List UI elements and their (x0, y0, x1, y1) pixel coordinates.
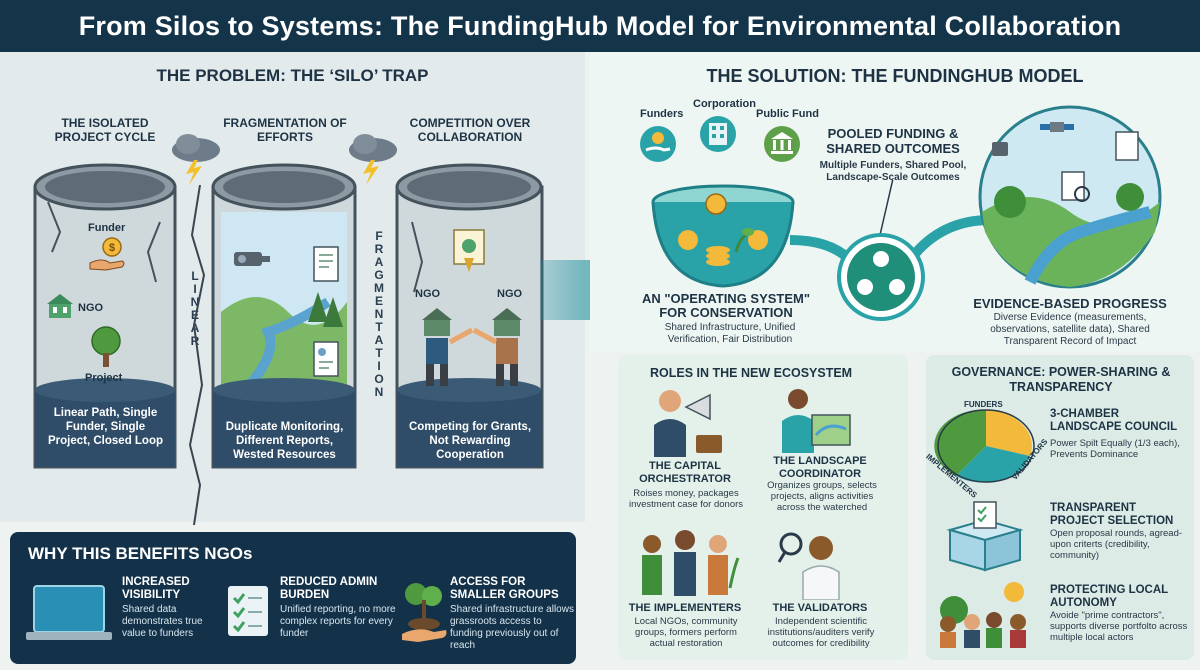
operating-system-desc: Shared Infrastructure, Unified Verificat… (664, 322, 796, 345)
solution-heading: THE SOLUTION: THE FUNDINGHUB MODEL (706, 66, 1084, 86)
silo-2-caption: Duplicate Monitoring, Different Reports,… (225, 421, 344, 461)
camera-icon (234, 252, 270, 266)
pooled-funding-title: POOLED FUNDING & SHARED OUTCOMES (826, 126, 960, 156)
laptop-icon (26, 585, 112, 640)
governance-heading: GOVERNANCE: POWER-SHARING & TRANSPARENCY (951, 365, 1171, 394)
benefit-access: ACCESS FOR SMALLER GROUPS Shared infrast… (450, 576, 574, 651)
coordinator-map-icon (782, 389, 851, 453)
megaphone-person-icon (654, 390, 722, 457)
pie-label-funders: FUNDERS (964, 400, 1003, 409)
funders-label: Funders (640, 108, 684, 120)
ngo-building-icon (47, 294, 73, 318)
grant-certificate-icon (453, 229, 485, 272)
role-validators-desc: Independent scientific institutions/audi… (767, 616, 875, 649)
ngo-label: NGO (78, 302, 104, 314)
competing-figures-icon (422, 308, 522, 386)
ngo-competitor-right: NGO (497, 288, 523, 300)
benefit-admin: REDUCED ADMIN BURDEN Unified reporting, … (280, 576, 396, 639)
corporation-icon (700, 116, 736, 152)
coin-hand-icon: $ (89, 237, 125, 271)
validator-magnifier-icon (777, 532, 840, 600)
benefits-heading: WHY THIS BENEFITS NGOs (28, 544, 253, 563)
report-icon (313, 341, 339, 377)
three-chamber-pie-chart (934, 409, 1035, 483)
crack-line (188, 185, 206, 525)
coin-icon (705, 193, 727, 215)
checklist-icon (228, 586, 268, 636)
role-validators-title: THE VALIDATORS (772, 602, 868, 614)
ngo-competitor-left: NGO (415, 288, 441, 300)
operating-system-title: AN "OPERATING SYSTEM" FOR CONSERVATION (641, 291, 811, 320)
funder-hand-icon (640, 126, 676, 162)
role-implementers-title: THE IMPLEMENTERS (628, 602, 742, 614)
public-fund-icon (764, 126, 800, 162)
transparent-box-icon (946, 501, 1024, 572)
silo-1-label: THE ISOLATED PROJECT CYCLE (54, 116, 156, 144)
sapling-hand-icon (402, 583, 447, 642)
council-desc: Power Spilt Equally (1/3 each), Prevents… (1050, 438, 1180, 460)
role-orchestrator-title: THE CAPITAL ORCHESTRATOR (639, 460, 731, 485)
governance-panel (926, 355, 1194, 660)
selection-desc: Open proposal rounds, agread-upon criter… (1050, 528, 1183, 561)
role-coordinator-desc: Organizes groups, selects projects, alig… (767, 480, 877, 513)
title-bar: From Silos to Systems: The FundingHub Mo… (0, 0, 1200, 52)
silo-3-label: COMPETITION OVER COLLABORATION (409, 116, 531, 144)
storm-cloud-icon (172, 134, 220, 185)
hub-logo-icon (837, 233, 925, 321)
page-title: From Silos to Systems: The FundingHub Mo… (78, 10, 1122, 41)
council-title: 3-CHAMBER LANDSCAPE COUNCIL (1050, 408, 1178, 433)
silo-1-caption: Linear Path, Single Funder, Single Proje… (48, 407, 164, 447)
benefit-visibility: INCREASED VISIBILITY Shared data demonst… (122, 576, 203, 639)
role-coordinator-title: THE LANDSCAPE COORDINATOR (773, 455, 867, 480)
funder-label: Funder (88, 222, 126, 234)
evidence-desc: Diverse Evidence (measurements, observat… (990, 312, 1150, 347)
benefits-panel: WHY THIS BENEFITS NGOs INCREASED VISIBIL… (10, 532, 576, 664)
svg-text:$: $ (109, 242, 115, 254)
tree-icon (91, 326, 121, 367)
silo-competition (395, 163, 544, 469)
autonomy-title: PROTECTING LOCAL AUTONOMY (1050, 584, 1168, 609)
silo-fragmentation (211, 163, 357, 469)
pooled-funding-desc: Multiple Funders, Shared Pool, Landscape… (819, 160, 967, 183)
implementers-group-icon (642, 530, 740, 596)
roles-heading: ROLES IN THE NEW ECOSYSTEM (650, 366, 853, 380)
landscape-evidence-illustration (978, 105, 1162, 289)
public-fund-label: Public Fund (756, 108, 819, 120)
silo-3-caption: Competing for Grants, Not Rewarding Coop… (408, 421, 532, 461)
report-icon (313, 246, 339, 282)
selection-title: TRANSPARENT PROJECT SELECTION (1050, 502, 1174, 527)
evidence-title: EVIDENCE-BASED PROGRESS (973, 296, 1167, 311)
silo-2-label: FRAGMENTATION OF EFFORTS (223, 116, 347, 144)
corporation-label: Corporation (693, 98, 756, 110)
problem-heading: THE PROBLEM: THE ‘SILO’ TRAP (156, 66, 429, 85)
project-label: Project (85, 372, 123, 384)
storm-cloud-icon (349, 134, 397, 185)
role-orchestrator-desc: Roises money, packages investment case f… (628, 488, 744, 510)
community-group-icon (940, 582, 1026, 648)
role-implementers-desc: Local NGOs, community groups, formers pe… (634, 616, 738, 649)
autonomy-desc: Avoide "prime contractors", supports div… (1050, 610, 1188, 643)
